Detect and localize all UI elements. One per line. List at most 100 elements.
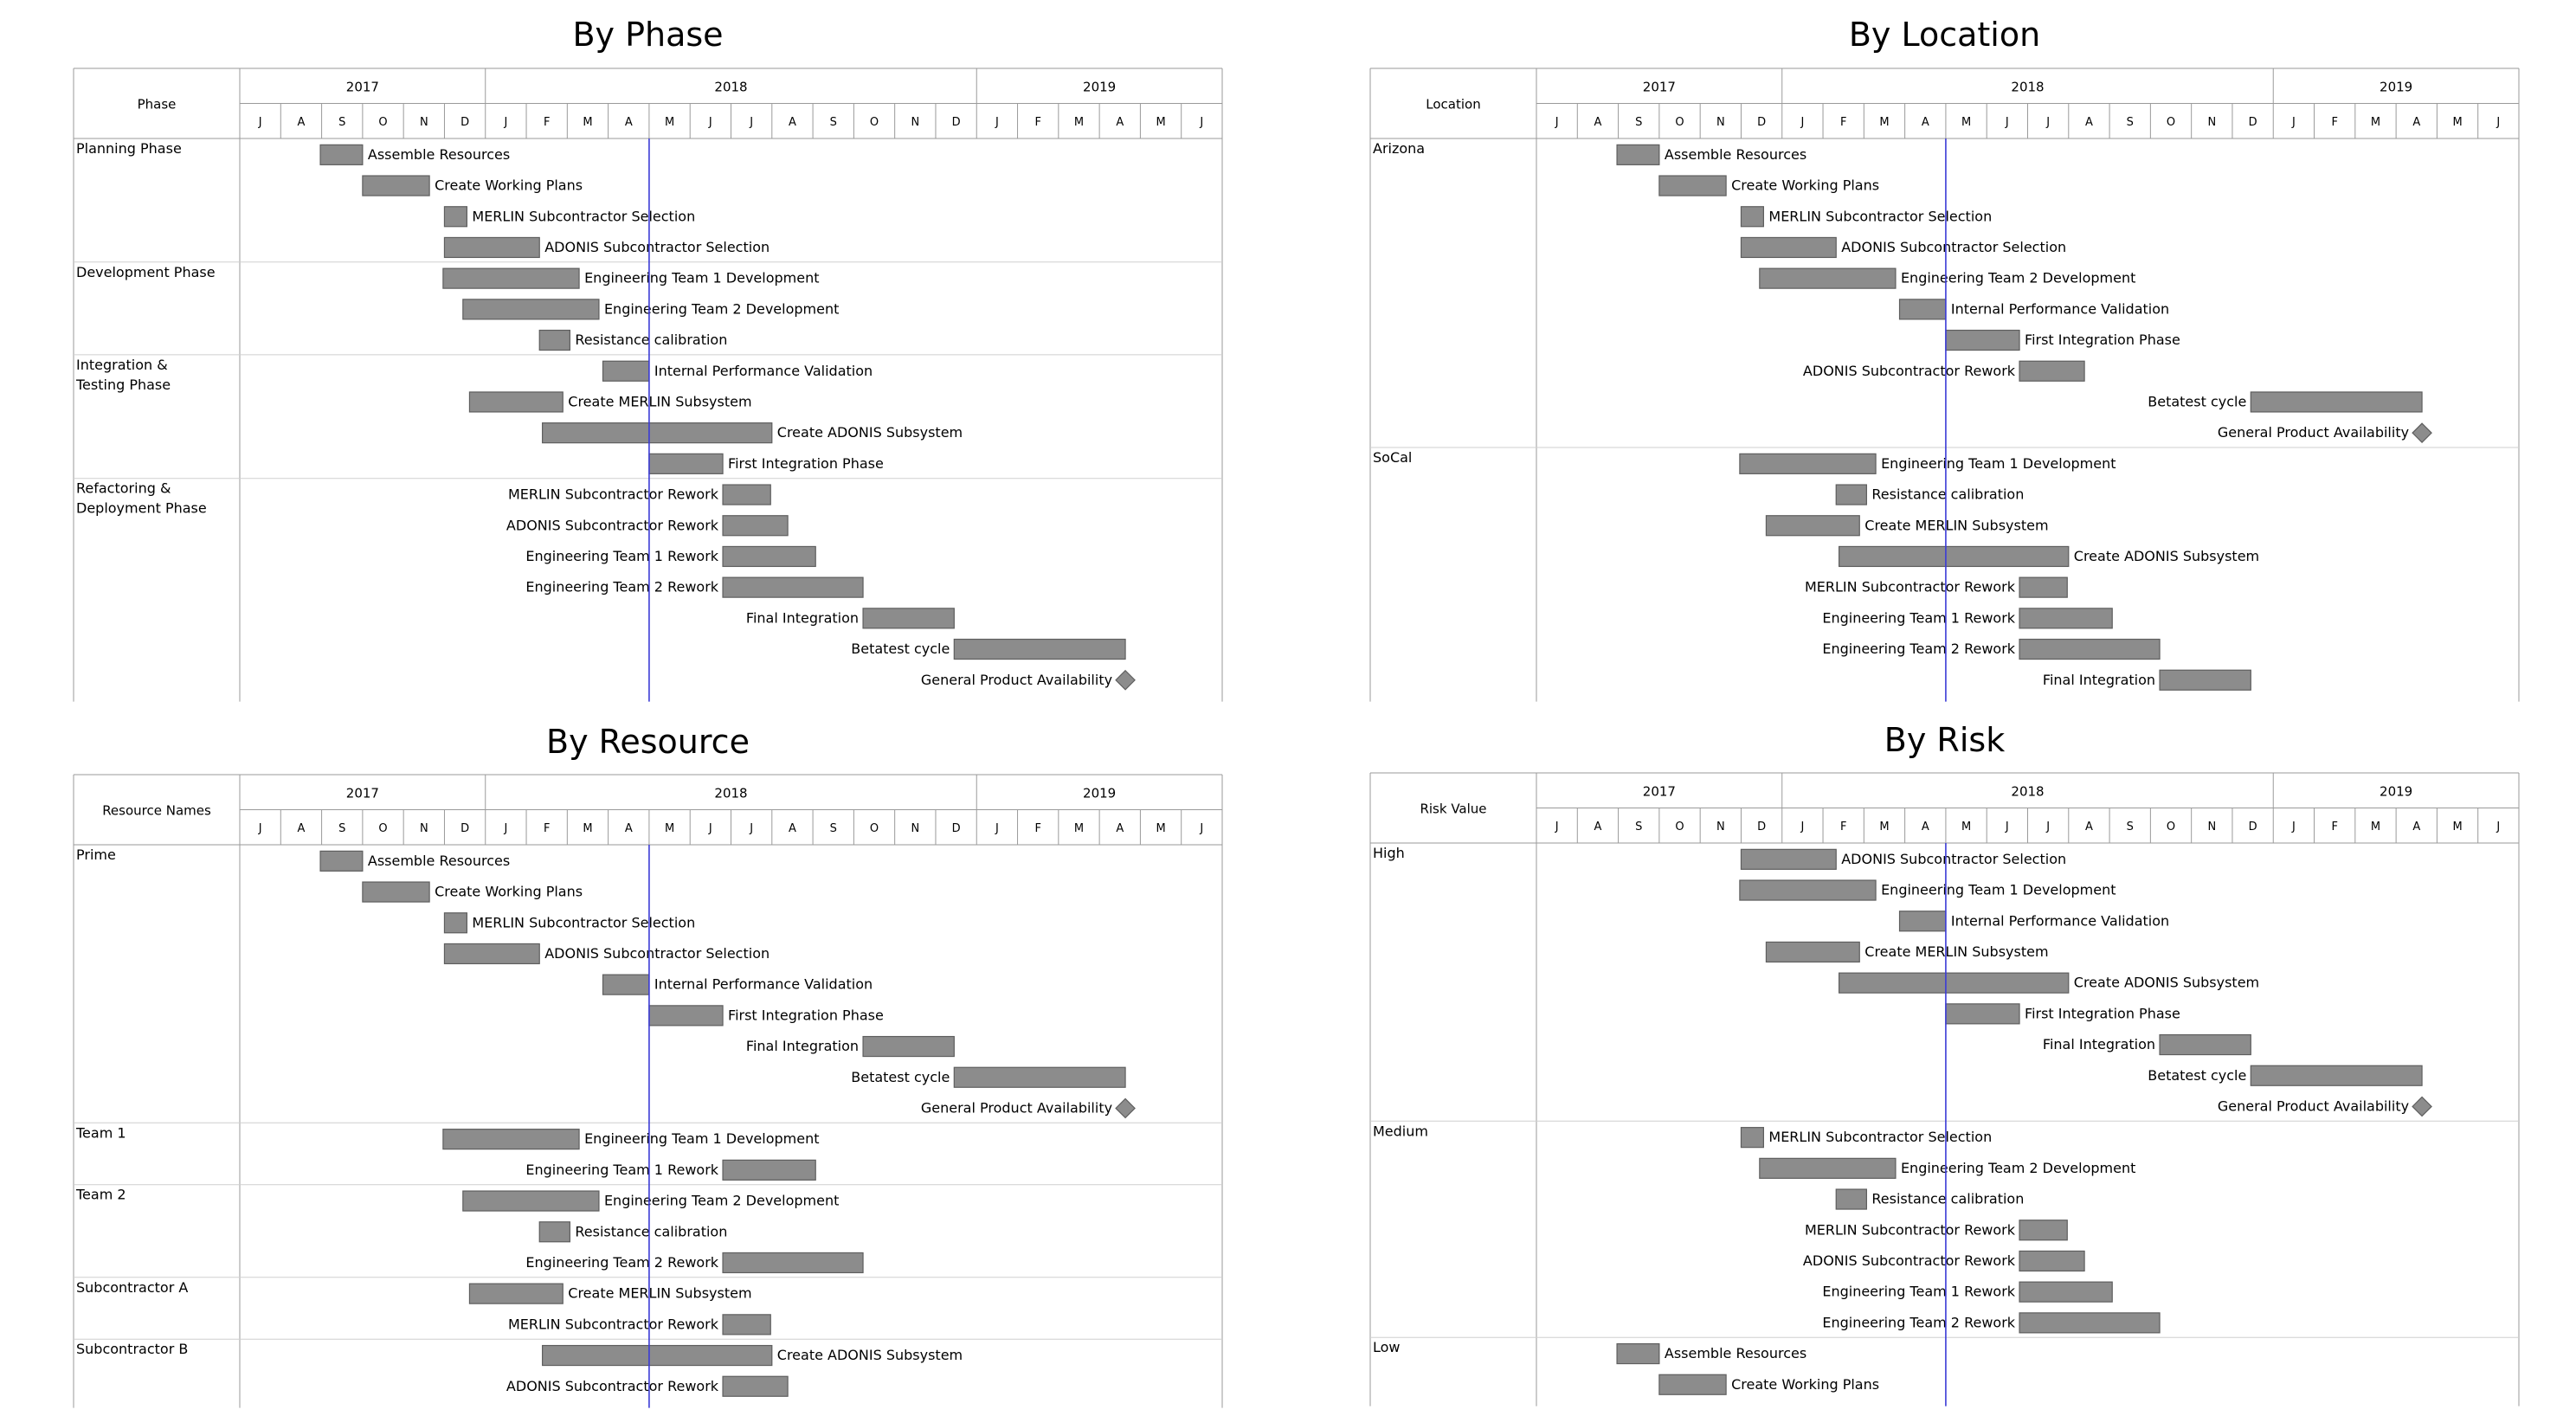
- task-label: Create ADONIS Subsystem: [2074, 975, 2259, 991]
- month-label: M: [665, 116, 674, 129]
- task-label: Create ADONIS Subsystem: [2074, 548, 2259, 564]
- group-column-header: Location: [1426, 97, 1480, 113]
- month-label: A: [625, 116, 633, 129]
- month-label: M: [2371, 116, 2380, 129]
- month-label: N: [2207, 821, 2216, 834]
- task-bar: [542, 1344, 773, 1367]
- task-label: Assemble Resources: [368, 853, 510, 869]
- task-bar: [953, 1066, 1126, 1088]
- month-label: M: [1879, 116, 1889, 129]
- task-label: Assemble Resources: [1665, 146, 1806, 163]
- month-label: F: [2331, 821, 2337, 834]
- task-bar: [1658, 1374, 1727, 1395]
- task-bar: [2250, 1065, 2423, 1086]
- month-label: M: [1961, 821, 1971, 834]
- month-label: A: [297, 116, 305, 129]
- month-label: A: [789, 822, 796, 835]
- task-label: Create MERLIN Subsystem: [1864, 943, 2048, 960]
- task-bar: [862, 608, 955, 629]
- month-label: J: [995, 822, 999, 835]
- month-label: J: [1555, 116, 1559, 129]
- group-label: Planning Phase: [76, 140, 182, 157]
- task-bar: [1835, 484, 1867, 505]
- month-label: J: [503, 116, 507, 129]
- task-label: Betatest cycle: [2148, 1067, 2246, 1084]
- task-label: General Product Availability: [2218, 424, 2409, 441]
- task-bar: [443, 943, 540, 965]
- task-label: Create Working Plans: [1731, 1376, 1879, 1393]
- month-label: M: [1961, 116, 1971, 129]
- month-label: O: [870, 822, 879, 835]
- task-bar: [1616, 144, 1660, 165]
- task-label: First Integration Phase: [2025, 331, 2180, 348]
- month-label: S: [2127, 821, 2134, 834]
- task-label: Internal Performance Validation: [654, 363, 873, 379]
- month-label: O: [2167, 821, 2175, 834]
- group-label: Low: [1373, 1339, 1401, 1355]
- year-label: 2017: [346, 785, 379, 801]
- month-label: D: [460, 822, 469, 835]
- month-label: O: [2167, 116, 2175, 129]
- task-bar: [362, 881, 430, 903]
- task-label: Betatest cycle: [851, 640, 950, 657]
- month-label: A: [2412, 116, 2420, 129]
- task-label: ADONIS Subcontractor Selection: [544, 239, 770, 255]
- month-label: N: [420, 822, 428, 835]
- month-label: D: [952, 116, 961, 129]
- year-label: 2017: [346, 79, 379, 94]
- task-label: MERLIN Subcontractor Rework: [1805, 579, 2016, 595]
- task-bar: [468, 391, 564, 413]
- month-label: S: [338, 116, 345, 129]
- chart-title: By Risk: [1884, 721, 2005, 759]
- task-bar: [462, 299, 600, 320]
- task-label: Engineering Team 1 Rework: [1822, 1284, 2015, 1300]
- month-label: J: [2005, 821, 2009, 834]
- task-bar: [1945, 329, 2020, 351]
- month-label: A: [625, 822, 633, 835]
- month-label: M: [2452, 116, 2462, 129]
- month-label: J: [2005, 116, 2009, 129]
- task-label: First Integration Phase: [2025, 1005, 2180, 1021]
- task-label: Create Working Plans: [1731, 177, 1879, 194]
- group-column-header: Resource Names: [102, 803, 211, 819]
- task-label: ADONIS Subcontractor Selection: [544, 945, 770, 962]
- month-label: J: [749, 116, 753, 129]
- task-label: Engineering Team 2 Development: [1901, 1160, 2135, 1176]
- group-column-header: Risk Value: [1420, 801, 1486, 817]
- task-label: Engineering Team 2 Rework: [525, 1254, 718, 1271]
- group-label: Medium: [1373, 1123, 1428, 1139]
- task-label: MERLIN Subcontractor Rework: [508, 1316, 719, 1332]
- task-label: General Product Availability: [921, 1099, 1112, 1116]
- task-label: Engineering Team 1 Rework: [525, 548, 718, 564]
- task-bar: [1740, 848, 1837, 870]
- task-label: Engineering Team 2 Development: [1901, 270, 2135, 286]
- task-bar: [462, 1190, 600, 1212]
- month-label: J: [1555, 821, 1559, 834]
- month-label: J: [1800, 821, 1804, 834]
- month-label: N: [911, 822, 919, 835]
- task-label: MERLIN Subcontractor Selection: [472, 914, 695, 930]
- group-label: Team 2: [75, 1187, 126, 1203]
- task-bar: [648, 453, 724, 474]
- task-bar: [443, 236, 540, 259]
- month-label: M: [583, 822, 592, 835]
- task-label: Internal Performance Validation: [1951, 300, 2169, 317]
- month-label: A: [1594, 116, 1601, 129]
- task-bar: [1740, 1127, 1764, 1149]
- month-label: F: [1840, 821, 1846, 834]
- task-bar: [1945, 1003, 2020, 1025]
- task-bar: [1740, 236, 1837, 259]
- task-bar: [538, 1221, 570, 1243]
- month-label: D: [460, 116, 469, 129]
- month-label: A: [2412, 821, 2420, 834]
- task-label: Engineering Team 2 Development: [604, 1193, 839, 1209]
- task-label: Final Integration: [2043, 672, 2155, 688]
- task-bar: [1898, 911, 1947, 932]
- task-label: Create Working Plans: [435, 177, 583, 194]
- year-label: 2017: [1643, 79, 1676, 94]
- task-label: ADONIS Subcontractor Rework: [506, 1378, 719, 1394]
- task-bar: [542, 422, 773, 444]
- task-label: Create MERLIN Subsystem: [568, 1285, 751, 1302]
